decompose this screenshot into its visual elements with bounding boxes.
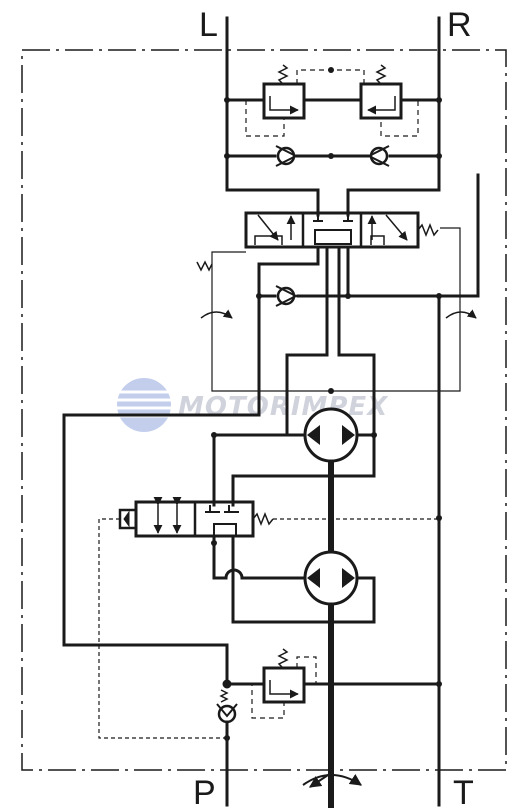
selector-spring	[252, 511, 274, 527]
motor1-out-b	[231, 433, 376, 507]
relief-valve-left	[245, 64, 365, 137]
port-label-p: P	[193, 774, 216, 812]
relief-valve-right	[359, 64, 419, 137]
hydraulic-motor-lower	[303, 550, 359, 606]
port-label-l: L	[199, 6, 218, 44]
line-l	[225, 16, 320, 217]
port-label-r: R	[447, 6, 472, 44]
port-label-t: T	[453, 774, 474, 812]
hydraulic-motor-upper	[303, 407, 359, 463]
inlet-check-valve	[216, 689, 238, 724]
directional-control-valve	[196, 211, 461, 392]
selector-valve	[98, 496, 439, 739]
motor2-return	[231, 534, 376, 624]
unit-boundary-frame	[21, 49, 507, 771]
line-r	[346, 16, 441, 217]
rotation-arrow-right	[445, 309, 477, 319]
watermark-text: MOTORIMPEX	[178, 392, 389, 422]
junction-dots	[211, 67, 442, 741]
check-valve-middle	[275, 285, 299, 307]
check-valve-left	[275, 145, 299, 167]
rotation-arrow-left	[200, 309, 233, 319]
watermark: MOTORIMPEX	[117, 378, 389, 432]
pressure-loop	[62, 389, 261, 686]
check-valve-right	[366, 145, 390, 167]
motor1-out-a	[212, 433, 307, 507]
motor2-feed-a	[212, 534, 228, 580]
valve-out-a	[257, 246, 320, 393]
watermark-globe-icon	[117, 378, 171, 432]
valve-out-b	[346, 173, 480, 298]
valve-spring	[417, 222, 439, 238]
rotation-arrow-bottom	[302, 774, 362, 786]
relief-valve-lower	[251, 648, 317, 719]
